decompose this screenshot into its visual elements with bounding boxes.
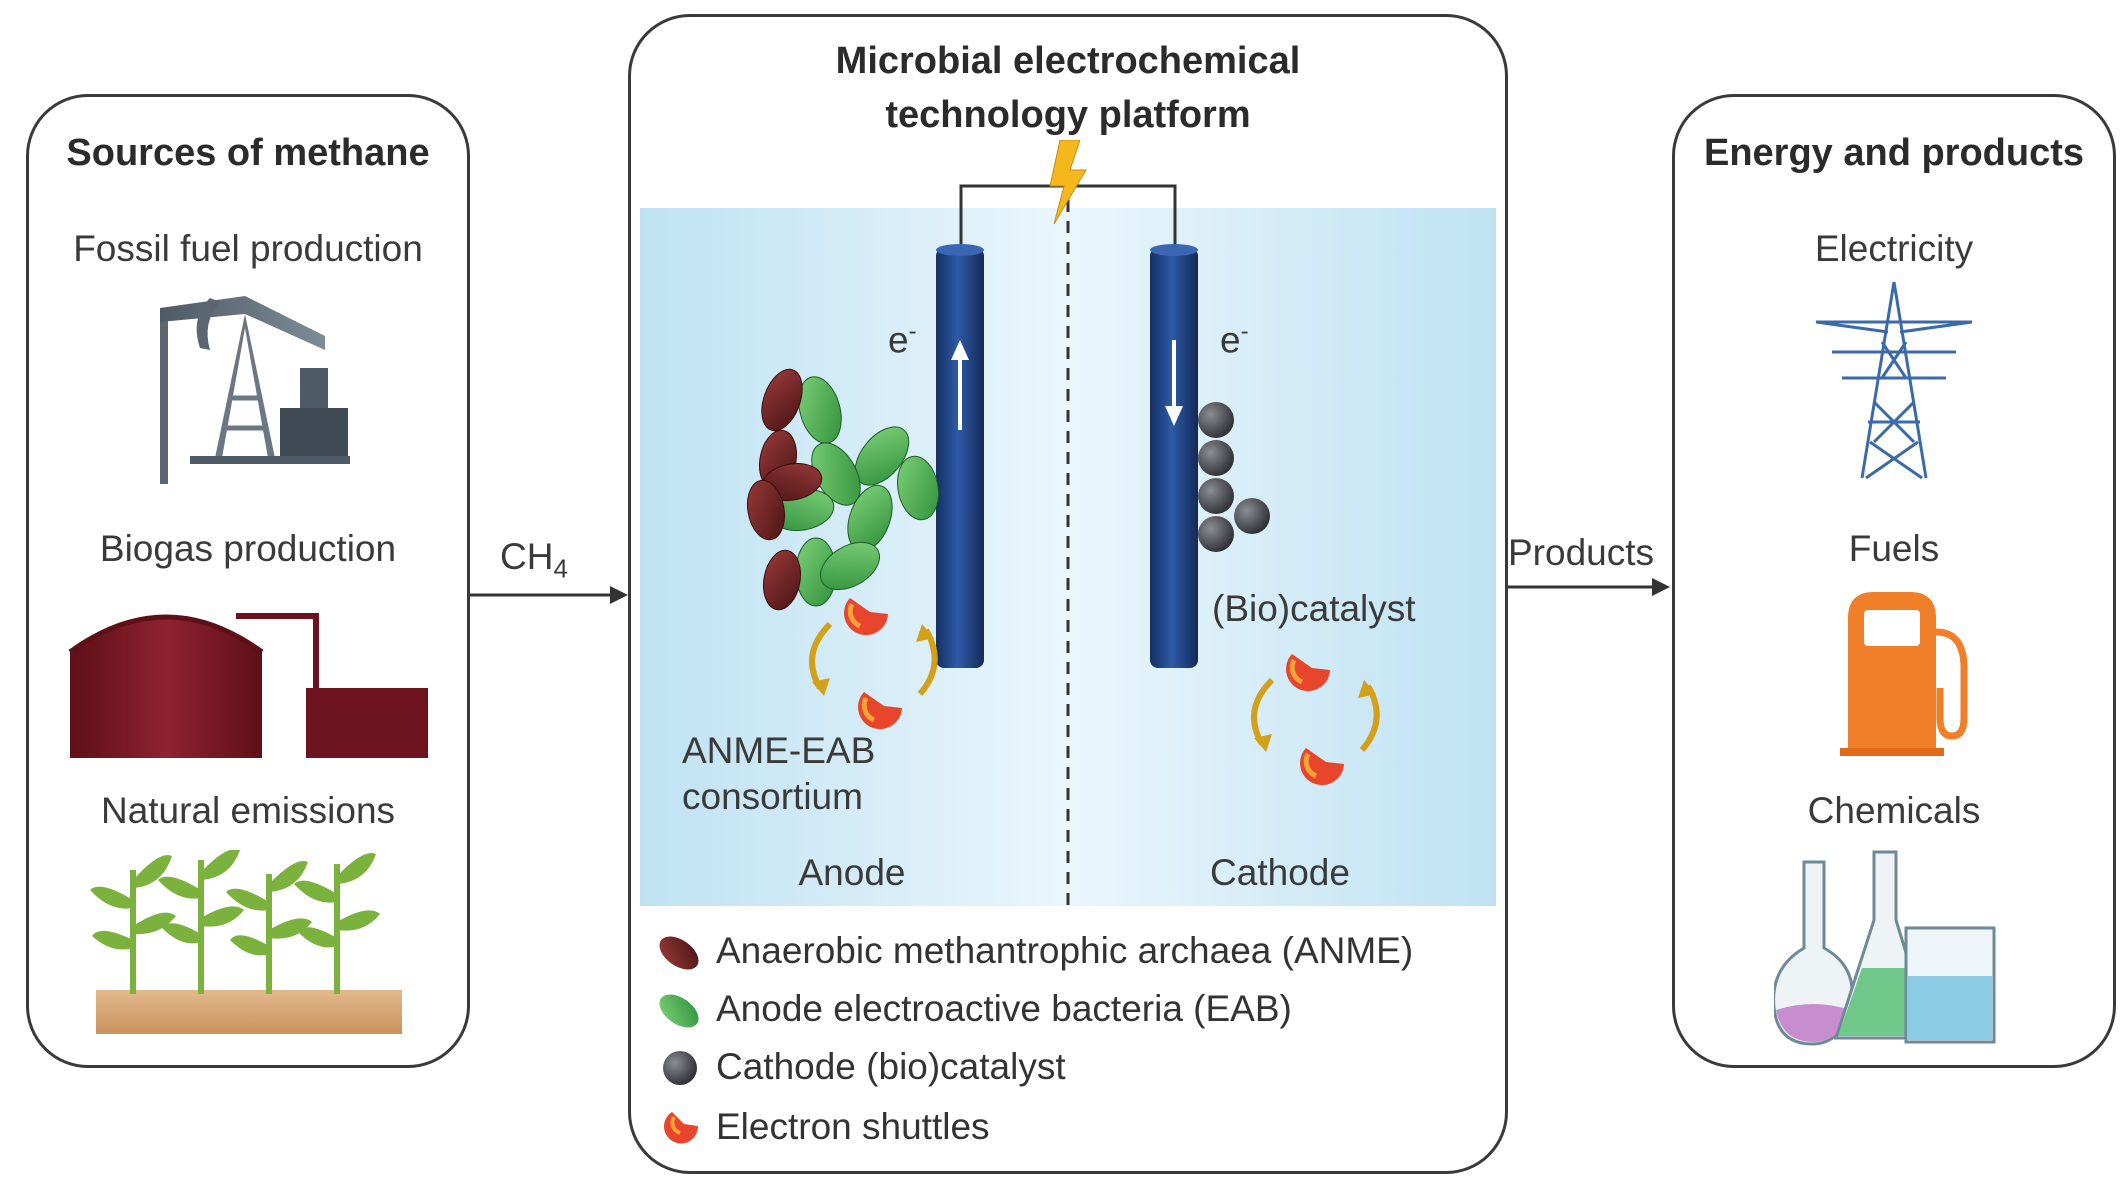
catalyst-label: (Bio)catalyst [1212,588,1416,629]
source-label-natural: Natural emissions [100,790,396,831]
ch4-label: CH4 [500,536,568,584]
legend-shuttle-label: Electron shuttles [716,1106,990,1147]
anode-shuttle-cycle [790,584,950,744]
products-label: Products [1508,532,1655,573]
ch4-arrow [470,580,630,610]
legend-archaea-icon [654,928,704,978]
product-label-fuels: Fuels [1848,528,1940,569]
pumpjack-icon [150,288,350,488]
consortium-label: ANME-EAB consortium [682,730,876,817]
plants-icon [90,850,410,1040]
legend-bacteria-label: Anode electroactive bacteria (EAB) [716,988,1292,1029]
cathode-catalyst-cluster [1196,400,1306,570]
legend-shuttle-icon [660,1108,700,1148]
anode-label: Anode [798,852,906,893]
source-label-fossil: Fossil fuel production [73,228,423,269]
products-title: Energy and products [1703,132,2085,174]
cathode-label: Cathode [1210,852,1350,893]
source-label-biogas: Biogas production [99,528,397,569]
sources-title: Sources of methane [66,132,430,174]
fuel-pump-icon [1840,588,1970,758]
legend-catalyst-icon [660,1048,700,1088]
anode-electron-label: e- [888,318,917,361]
legend-catalyst-label: Cathode (bio)catalyst [716,1046,1066,1087]
cathode-electron-label: e- [1220,318,1249,361]
product-label-electricity: Electricity [1814,228,1974,269]
platform-title: Microbial electrochemical technology pla… [835,40,1301,136]
anme-eab-consortium [730,350,950,750]
biogas-digester-icon [66,592,436,762]
product-label-chemicals: Chemicals [1807,790,1981,831]
legend-bacteria-icon [654,986,704,1036]
power-tower-icon [1812,282,1976,482]
products-arrow [1508,572,1674,602]
lab-glassware-icon [1774,848,2014,1048]
cathode-shuttle-cycle [1232,640,1392,800]
legend-archaea-label: Anaerobic methantrophic archaea (ANME) [716,930,1414,971]
